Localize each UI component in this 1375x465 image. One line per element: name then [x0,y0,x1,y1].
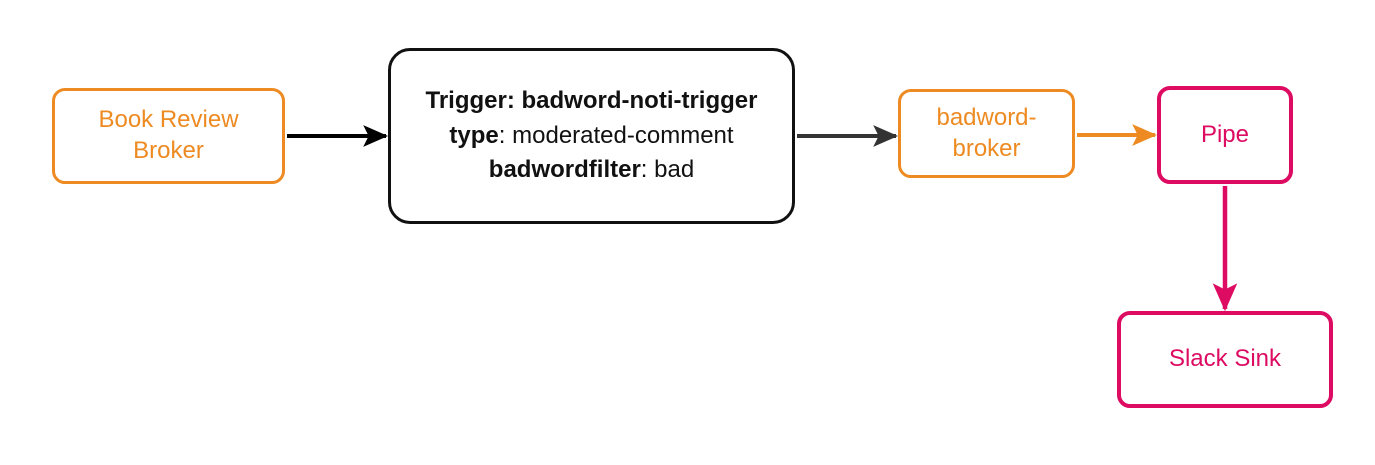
trigger-line-badwordfilter: badwordfilter: bad [488,156,695,184]
node-pipe[interactable]: Pipe [1157,86,1293,184]
trigger-line-type: type: moderated-comment [449,121,734,149]
node-slack-sink-label: Slack Sink [1168,345,1282,373]
trigger-line-name-key: Trigger: [425,86,515,114]
trigger-text-block: Trigger: badword-noti-trigger type: mode… [426,84,758,188]
trigger-line-name-value: badword-noti-trigger [521,86,758,114]
trigger-line-type-key: type [449,121,499,149]
node-slack-sink[interactable]: Slack Sink [1117,311,1333,408]
node-book-review-broker[interactable]: Book Review Broker [52,88,285,184]
node-pipe-label: Pipe [1200,120,1250,148]
node-badword-broker-label: badword- broker [936,103,1037,162]
trigger-line-badwordfilter-key: badwordfilter [488,156,641,184]
node-trigger[interactable]: Trigger: badword-noti-trigger type: mode… [388,48,795,224]
node-book-review-broker-label: Book Review Broker [98,106,239,164]
trigger-line-name: Trigger: badword-noti-trigger [426,84,758,119]
trigger-line-type-value: moderated-comment [512,121,734,149]
node-badword-broker[interactable]: badword- broker [898,89,1075,178]
trigger-line-badwordfilter-value: bad [654,156,695,184]
